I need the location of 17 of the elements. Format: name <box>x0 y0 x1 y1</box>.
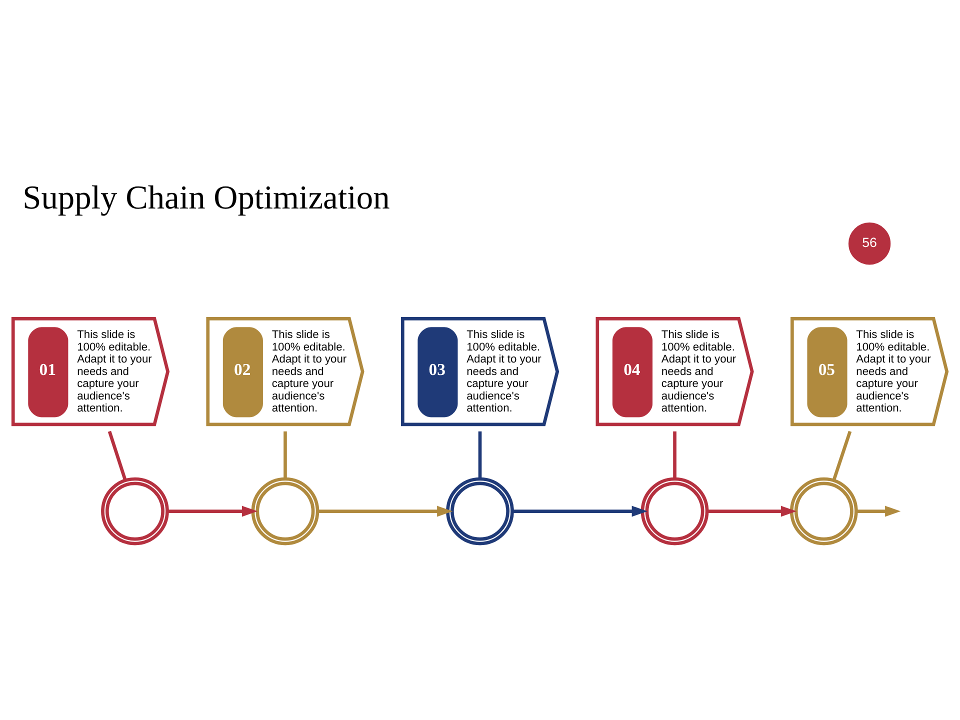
node-circle <box>446 476 514 545</box>
arrow <box>167 505 258 516</box>
connector <box>478 430 482 478</box>
arrow <box>512 505 648 516</box>
arrow <box>318 505 453 516</box>
arrow <box>856 505 901 516</box>
connector <box>832 430 852 480</box>
connector <box>673 430 676 478</box>
node-circle <box>790 476 858 545</box>
connector <box>284 430 287 478</box>
connector <box>108 430 127 480</box>
arrow <box>707 505 797 516</box>
node-circle <box>251 476 320 545</box>
node-circle <box>640 476 709 545</box>
node-circle <box>101 476 169 545</box>
label: 56 <box>862 234 877 250</box>
diagram-title: Supply Chain Optimization <box>22 179 390 216</box>
